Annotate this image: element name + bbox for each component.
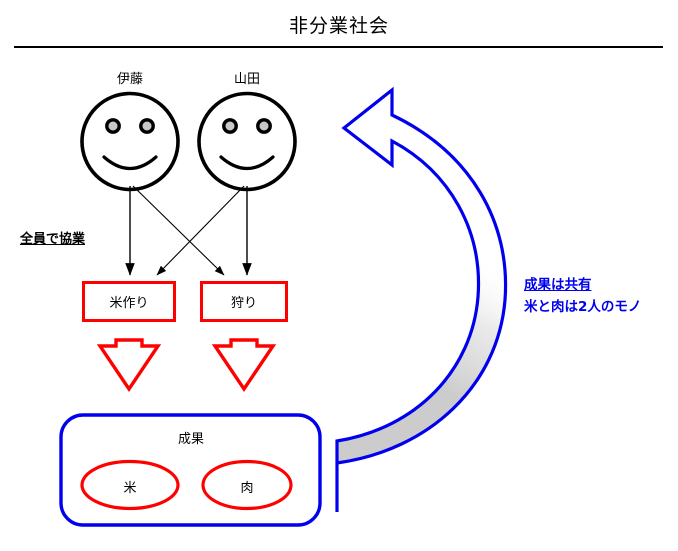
person-yamada-face — [197, 91, 297, 192]
share-note-line1: 成果は共有 — [524, 277, 592, 293]
outcome-label-rice: 米 — [123, 481, 137, 496]
person-label-ito: 伊藤 — [116, 72, 143, 87]
task-outcome-arrow-group — [96, 338, 277, 393]
cooperation-note: 全員で協業 — [20, 232, 86, 247]
task-box-rice-farming: 米作り — [82, 281, 176, 322]
outcome-to-people-curved-arrow — [335, 86, 508, 512]
curved-arrow-shape — [335, 86, 508, 512]
smile-icon — [219, 155, 275, 171]
person-ito-face — [80, 91, 180, 192]
outcome-ellipse-rice — [80, 459, 180, 511]
arrow-yamada-to-rice — [156, 185, 245, 276]
smile-icon — [102, 155, 158, 171]
person-label-yamada: 山田 — [233, 72, 260, 87]
outcome-group-label: 成果 — [177, 432, 204, 447]
outcome-ellipse-meat — [201, 459, 293, 511]
red-block-arrow-rice — [96, 338, 162, 393]
task-box-hunting: 狩り — [200, 281, 288, 322]
red-block-arrow-hunt — [211, 338, 277, 393]
eye-right-icon — [256, 118, 272, 134]
face-outline-icon — [197, 91, 297, 192]
title-divider — [14, 46, 663, 48]
eye-left-icon — [222, 118, 238, 134]
outcome-label-meat: 肉 — [240, 481, 254, 496]
page-title: 非分業社会 — [288, 15, 389, 37]
share-note-line2: 米と肉は2人のモノ — [524, 299, 642, 315]
person-task-arrow-group — [125, 185, 252, 276]
share-note: 成果は共有 米と肉は2人のモノ — [524, 274, 641, 318]
eye-left-icon — [105, 118, 121, 134]
arrow-ito-to-hunt — [132, 185, 225, 276]
face-outline-icon — [80, 91, 180, 192]
eye-right-icon — [139, 118, 155, 134]
